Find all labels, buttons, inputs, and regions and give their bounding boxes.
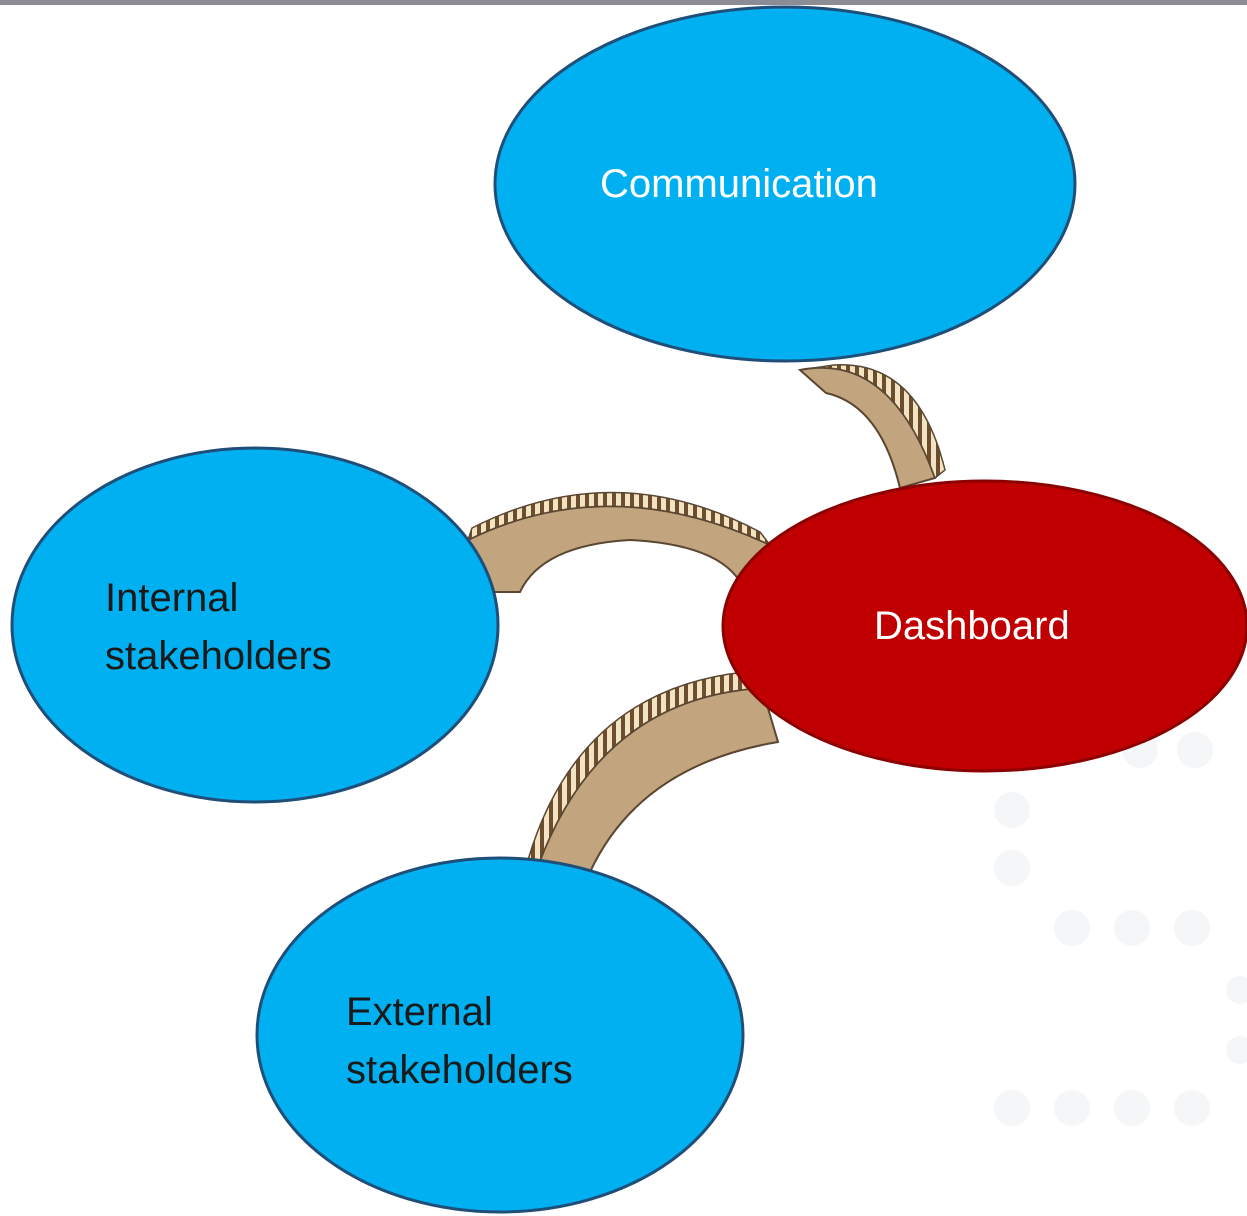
top-rule [0,0,1247,5]
node-label-communication: Communication [600,162,878,206]
dot-pattern [994,732,1247,1126]
node-external-stakeholders [255,856,745,1214]
node-label-external-line1: External [346,990,493,1034]
bridge-icon [797,364,946,490]
node-label-dashboard: Dashboard [874,604,1070,648]
node-communication [493,5,1077,363]
bridge-icon [527,671,780,874]
node-label-internal-line1: Internal [105,576,239,620]
node-dashboard [721,479,1247,773]
bridge-icon [466,491,772,593]
node-internal-stakeholders [10,446,500,804]
node-label-external-line2: stakeholders [346,1048,573,1092]
node-label-internal-line2: stakeholders [105,634,332,678]
